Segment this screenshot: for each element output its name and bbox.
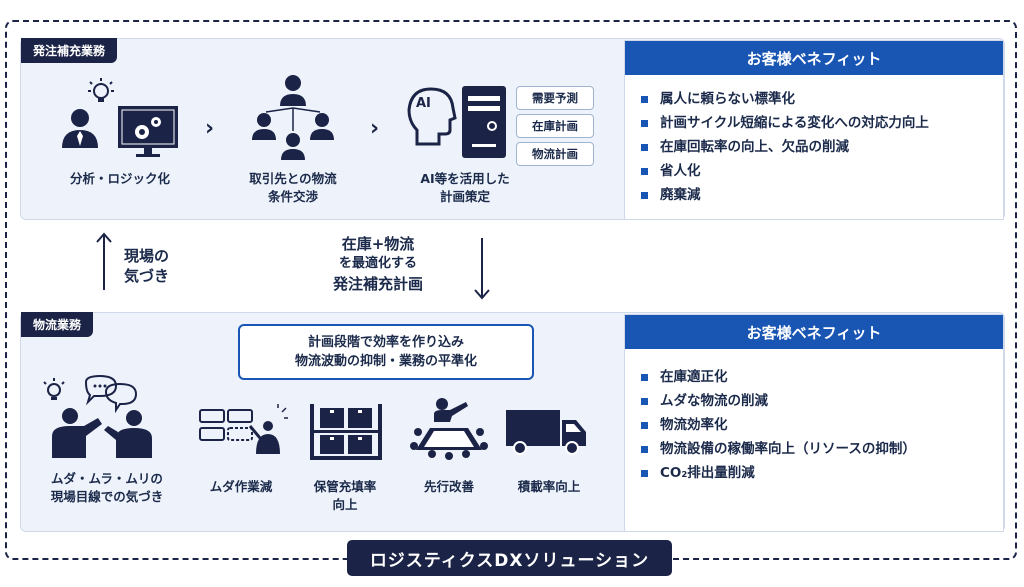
customer-benefit-top: お客様ベネフィット 属人に頼らない標準化 計画サイクル短縮による変化への対応力向… (624, 40, 1004, 220)
server-icon (462, 86, 506, 158)
step-ai-planning: AI等を活用した 計画策定 (400, 170, 530, 206)
arrow-up-icon (96, 232, 112, 290)
step-proactive-improvement: 先行改善 (423, 479, 474, 494)
arrow-down-icon (474, 238, 490, 300)
truck-icon (506, 410, 586, 455)
tag-demand-forecast: 需要予測 (516, 86, 594, 110)
panel-label-logistics: 物流業務 (21, 312, 94, 337)
step-label: AI等を活用した (420, 171, 510, 186)
benefit-item: 在庫回転率の向上、欠品の削減 (641, 135, 1003, 159)
bullet-icon (641, 397, 648, 405)
bullet-icon (641, 95, 648, 103)
step-label: 条件交渉 (267, 189, 318, 204)
step-field-awareness: ムダ・ムラ・ムリの 現場目線での気づき (50, 471, 164, 504)
bullet-icon (641, 167, 648, 175)
benefit-item: ムダな物流の削減 (641, 389, 1003, 413)
bullet-icon (641, 373, 648, 381)
ai-head-icon (407, 87, 457, 146)
benefit-list: 在庫適正化 ムダな物流の削減 物流効率化 物流設備の稼働率向上（リソースの抑制）… (625, 365, 1003, 485)
benefit-item: 在庫適正化 (641, 365, 1003, 389)
benefit-item: CO₂排出量削減 (641, 461, 1003, 485)
bullet-icon (641, 191, 648, 199)
planning-callout: 計画段階で効率を作り込み 物流波動の抑制・業務の平準化 (238, 324, 534, 380)
chevron-right-icon: › (205, 116, 215, 141)
chevron-right-icon: › (370, 116, 380, 141)
tag-inventory-plan: 在庫計画 (516, 114, 594, 138)
field-awareness-label: 現場の 気づき (124, 247, 170, 285)
benefit-item: 物流設備の稼働率向上（リソースの抑制） (641, 437, 1003, 461)
step-storage-fill-rate: 保管充填率 向上 (313, 479, 377, 512)
bullet-icon (641, 421, 648, 429)
benefit-item: 廃棄減 (641, 183, 1003, 207)
step-waste-reduction: ムダ作業減 (209, 479, 273, 494)
tag-logistics-plan: 物流計画 (516, 142, 594, 166)
bullet-icon (641, 119, 648, 127)
solution-label: ロジスティクスDXソリューション (347, 540, 672, 576)
step-label: 取引先との物流 (249, 171, 337, 186)
network-people-icon (252, 75, 334, 160)
benefit-item: 属人に頼らない標準化 (641, 87, 1003, 111)
panel-label-order: 発注補充業務 (21, 38, 118, 63)
ai-label: AI (416, 96, 431, 111)
bullet-icon (641, 143, 648, 151)
step-analysis: 分析・ロジック化 (50, 170, 190, 188)
optimized-plan-label: 在庫+物流 を最適化する 発注補充計画 (332, 235, 423, 293)
bullet-icon (641, 445, 648, 453)
benefit-item: 計画サイクル短縮による変化への対応力向上 (641, 111, 1003, 135)
step-negotiation: 取引先との物流 条件交渉 (228, 170, 358, 206)
storage-rack-icon (310, 404, 382, 460)
meeting-icon (410, 398, 488, 460)
customer-benefit-bottom: お客様ベネフィット 在庫適正化 ムダな物流の削減 物流効率化 物流設備の稼働率向… (624, 314, 1004, 532)
bullet-icon (641, 469, 648, 477)
waste-reduction-icon (199, 404, 288, 454)
step-label: 計画策定 (439, 189, 490, 204)
benefit-title: お客様ベネフィット (625, 315, 1003, 349)
benefit-item: 物流効率化 (641, 413, 1003, 437)
step-load-efficiency: 積載率向上 (517, 479, 581, 494)
step-label: 分析・ロジック化 (69, 171, 170, 186)
benefit-list: 属人に頼らない標準化 計画サイクル短縮による変化への対応力向上 在庫回転率の向上… (625, 87, 1003, 207)
benefit-title: お客様ベネフィット (625, 41, 1003, 75)
field-workers-icon (43, 374, 152, 458)
analyst-icon (62, 78, 178, 157)
benefit-item: 省人化 (641, 159, 1003, 183)
